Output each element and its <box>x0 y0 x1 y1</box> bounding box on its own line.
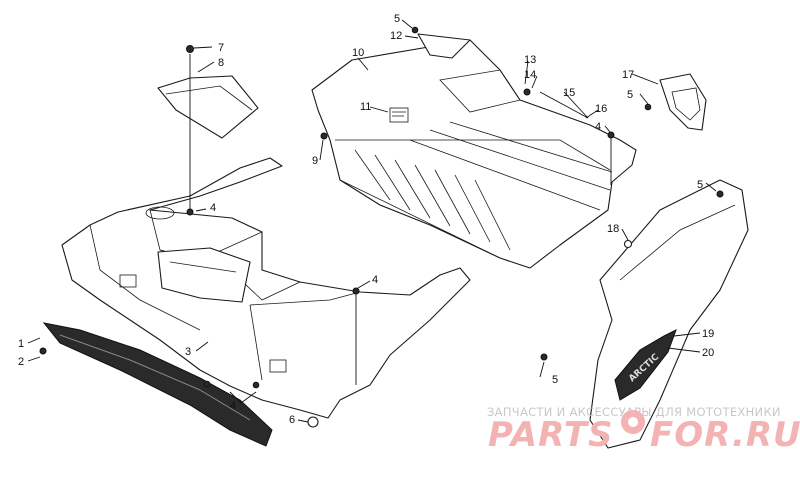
tray-rod <box>539 91 589 119</box>
callout-18: 18 <box>607 223 619 235</box>
callout-4c: 4 <box>230 400 236 412</box>
watermark-gear-icon <box>621 410 645 434</box>
callout-labels: 1 2 3 4 4 4 4 5 5 5 5 6 7 8 9 10 11 12 1… <box>18 13 714 426</box>
callout-5c: 5 <box>697 179 703 191</box>
storage-lid <box>157 75 259 139</box>
callout-5a: 5 <box>394 13 400 25</box>
callout-8: 8 <box>218 57 224 69</box>
callout-19: 19 <box>702 328 714 340</box>
callout-15: 15 <box>563 87 575 99</box>
callout-6: 6 <box>289 414 295 426</box>
callout-17: 17 <box>622 69 634 81</box>
callout-4b: 4 <box>372 274 378 286</box>
callout-20: 20 <box>702 347 714 359</box>
callout-12: 12 <box>390 30 402 42</box>
callout-4d: 4 <box>595 121 601 133</box>
callout-11: 11 <box>360 101 371 113</box>
callout-13: 13 <box>524 54 536 66</box>
watermark-brand-right: FOR.RU <box>650 415 800 455</box>
callout-5d: 5 <box>552 374 558 386</box>
callout-4a: 4 <box>210 202 216 214</box>
callout-7: 7 <box>218 42 224 54</box>
leader-lines <box>27 19 717 423</box>
callout-16: 16 <box>595 103 607 115</box>
watermark: ЗАПЧАСТИ И АКСЕССУАРЫ ДЛЯ МОТОТЕХНИКИ PA… <box>487 405 800 455</box>
callout-5b: 5 <box>627 89 633 101</box>
callout-10: 10 <box>352 47 364 59</box>
callout-1: 1 <box>18 338 24 350</box>
rear-body-panel <box>61 157 471 419</box>
storage-tray <box>311 39 637 269</box>
tail-light <box>659 73 707 131</box>
callout-14: 14 <box>524 69 536 81</box>
fasteners <box>39 26 724 428</box>
callout-2: 2 <box>18 356 24 368</box>
callout-3: 3 <box>185 346 191 358</box>
tray-bracket <box>417 33 471 59</box>
watermark-brand-left: PARTS <box>488 415 613 455</box>
rear-grab-bar <box>42 322 273 447</box>
callout-9: 9 <box>312 155 318 167</box>
